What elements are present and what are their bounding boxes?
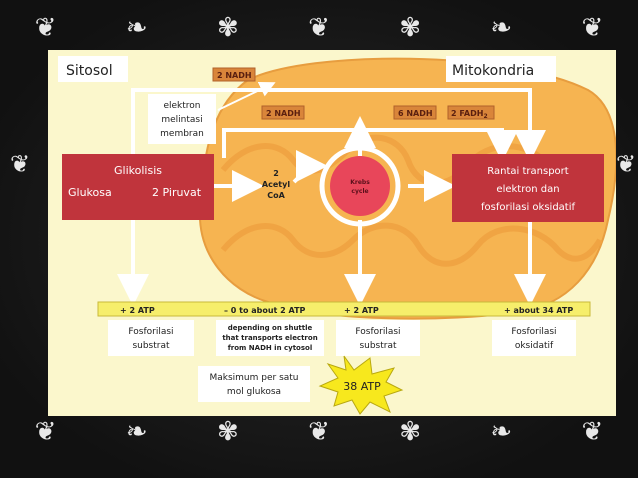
rantai-line1: Rantai transport xyxy=(487,166,568,177)
rantai-line2: elektron dan xyxy=(496,184,559,195)
ornament-icon: ❦ xyxy=(34,417,57,447)
krebs-cycle-circle xyxy=(330,156,390,216)
shuttle-line1: depending on shuttle xyxy=(228,324,313,332)
maksimum-box xyxy=(198,366,310,402)
atp-3: + 2 ATP xyxy=(344,306,379,315)
shuttle-box xyxy=(216,320,324,356)
ornament-icon: ❦ xyxy=(34,13,57,43)
elektron-line1: elektron xyxy=(163,101,200,111)
fadh-badge xyxy=(447,105,495,120)
atp-bar xyxy=(97,301,591,317)
ornament-icon: ✾ xyxy=(399,13,422,43)
ornament-icon: ❦ xyxy=(581,13,604,43)
ornament-icon-right: ❦ xyxy=(616,150,637,178)
rantai-line3: fosforilasi oksidatif xyxy=(481,202,576,213)
elektron-box xyxy=(148,94,216,144)
nadh-6-label: 6 NADH xyxy=(398,109,433,118)
max-line2: mol glukosa xyxy=(227,387,281,397)
shuttle-line3: from NADH in cytosol xyxy=(228,344,312,352)
arrow-nadh-top-route xyxy=(131,88,546,162)
total-atp-label: 38 ATP xyxy=(343,380,381,393)
ornament-border-bottom: ❦ ❧ ✾ ❦ ✾ ❧ ❦ xyxy=(0,412,638,452)
krebs-line2: cycle xyxy=(351,188,368,195)
nadh-top-label: 2 NADH xyxy=(217,71,252,80)
fosforilasi-substrat-box-1 xyxy=(108,320,194,356)
shuttle-line2: that transports electron xyxy=(222,334,317,342)
fos3-line2: oksidatif xyxy=(515,341,554,351)
glukosa-label: Glukosa xyxy=(68,186,112,199)
fos1-line2: substrat xyxy=(132,341,170,351)
ornament-icon: ✾ xyxy=(216,13,239,43)
fos1-line1: Fosforilasi xyxy=(128,327,173,337)
arrow-acetyl-krebs xyxy=(292,150,328,184)
ornament-icon: ✾ xyxy=(216,417,239,447)
sitosol-label-box xyxy=(58,56,128,82)
acetyl-line1: 2 xyxy=(273,169,279,178)
ornament-icon: ✾ xyxy=(399,417,422,447)
elektron-line3: membran xyxy=(160,129,204,139)
nadh-badge-top xyxy=(212,67,256,82)
ornament-icon: ❦ xyxy=(308,417,330,447)
flow-arrows xyxy=(117,81,546,306)
ornament-icon-left: ❦ xyxy=(10,150,31,178)
rantai-transport-box xyxy=(452,154,604,222)
ornament-icon: ❧ xyxy=(125,13,148,43)
glikolisis-label: Glikolisis xyxy=(114,164,162,177)
respiration-diagram: Sitosol Mitokondria 2 NADH 2 NADH 6 NADH… xyxy=(58,56,616,415)
total-atp-star xyxy=(318,355,404,415)
arrow-elektron xyxy=(217,81,276,111)
diagram-slide: Sitosol Mitokondria 2 NADH 2 NADH 6 NADH… xyxy=(48,50,616,416)
ornament-icon: ❧ xyxy=(125,417,148,447)
nadh-badge-6 xyxy=(393,105,437,120)
atp-4: + about 34 ATP xyxy=(504,306,573,315)
fos2-line2: substrat xyxy=(359,341,397,351)
nadh-mid-label: 2 NADH xyxy=(266,109,301,118)
ornament-icon: ❧ xyxy=(490,13,513,43)
ornament-icon: ❧ xyxy=(490,417,513,447)
nadh-badge-mid xyxy=(261,105,305,120)
elektron-line2: melintasi xyxy=(161,115,202,125)
ornament-icon: ❦ xyxy=(581,417,604,447)
fadh-label: 2 FADH2 xyxy=(451,109,488,120)
krebs-line1: Krebs xyxy=(350,179,370,186)
max-line1: Maksimum per satu xyxy=(209,373,298,383)
fos2-line1: Fosforilasi xyxy=(355,327,400,337)
piruvat-label: 2 Piruvat xyxy=(152,186,202,199)
krebs-cycle-ring xyxy=(319,145,401,227)
acetyl-line2: Acetyl xyxy=(262,180,290,189)
ornament-icon: ❦ xyxy=(308,13,330,43)
fosforilasi-oksidatif-box xyxy=(492,320,576,356)
fos3-line1: Fosforilasi xyxy=(511,327,556,337)
glikolisis-box xyxy=(62,154,214,220)
acetyl-line3: CoA xyxy=(267,191,285,200)
atp-1: + 2 ATP xyxy=(120,306,155,315)
fosforilasi-substrat-box-2 xyxy=(336,320,420,356)
ornament-border-top: ❦ ❧ ✾ ❦ ✾ ❧ ❦ xyxy=(0,8,638,48)
sitosol-label: Sitosol xyxy=(66,63,113,79)
atp-2: – 0 to about 2 ATP xyxy=(224,306,306,315)
mitokondria-label: Mitokondria xyxy=(452,63,534,79)
mitokondria-label-box xyxy=(446,56,556,82)
